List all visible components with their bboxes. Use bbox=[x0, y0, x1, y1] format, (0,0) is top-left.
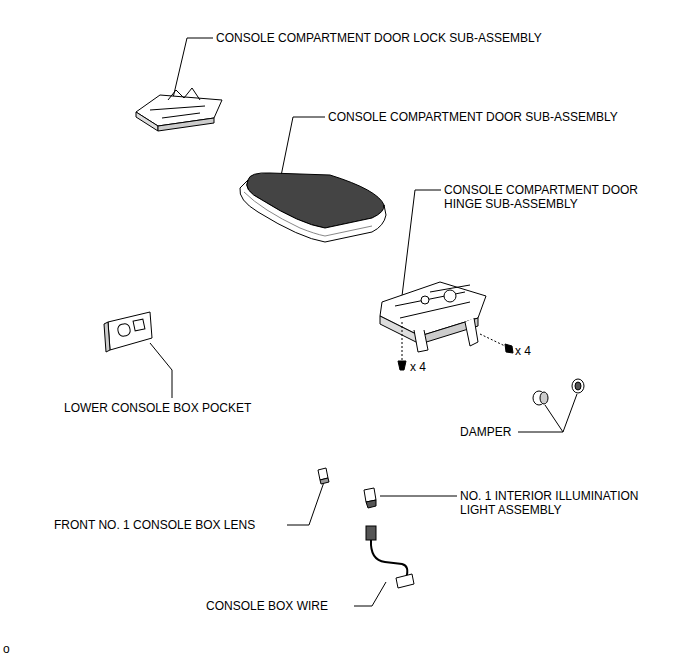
part-label: NO. 1 INTERIOR ILLUMINATION LIGHT ASSEMB… bbox=[460, 489, 652, 517]
part-label: o bbox=[3, 642, 10, 656]
leader-line bbox=[354, 582, 386, 606]
quantity-label: x 4 bbox=[410, 360, 426, 374]
part-label: CONSOLE COMPARTMENT DOOR LOCK SUB-ASSEMB… bbox=[216, 31, 542, 45]
leader-line bbox=[281, 117, 325, 176]
part-label: CONSOLE COMPARTMENT DOOR SUB-ASSEMBLY bbox=[328, 110, 618, 124]
lock-part bbox=[136, 88, 222, 131]
part-label: LOWER CONSOLE BOX POCKET bbox=[64, 401, 251, 415]
leader-line bbox=[518, 405, 563, 432]
damper-part bbox=[533, 379, 584, 405]
part-label: DAMPER bbox=[460, 425, 511, 439]
quantity-label: x 4 bbox=[515, 344, 531, 358]
door-part bbox=[240, 173, 386, 242]
pocket-part bbox=[104, 312, 152, 352]
leader-line bbox=[287, 482, 324, 525]
leader-line bbox=[380, 496, 457, 497]
part-label: FRONT NO. 1 CONSOLE BOX LENS bbox=[54, 518, 255, 532]
leader-line bbox=[563, 394, 577, 432]
leader-line bbox=[150, 343, 172, 398]
lens-part bbox=[318, 468, 329, 484]
light-part bbox=[364, 488, 376, 508]
leader-line bbox=[402, 190, 441, 296]
part-label: CONSOLE COMPARTMENT DOOR HINGE SUB-ASSEM… bbox=[444, 183, 649, 211]
wire-part bbox=[366, 526, 414, 588]
part-label: CONSOLE BOX WIRE bbox=[206, 599, 328, 613]
hinge-part bbox=[380, 282, 486, 352]
